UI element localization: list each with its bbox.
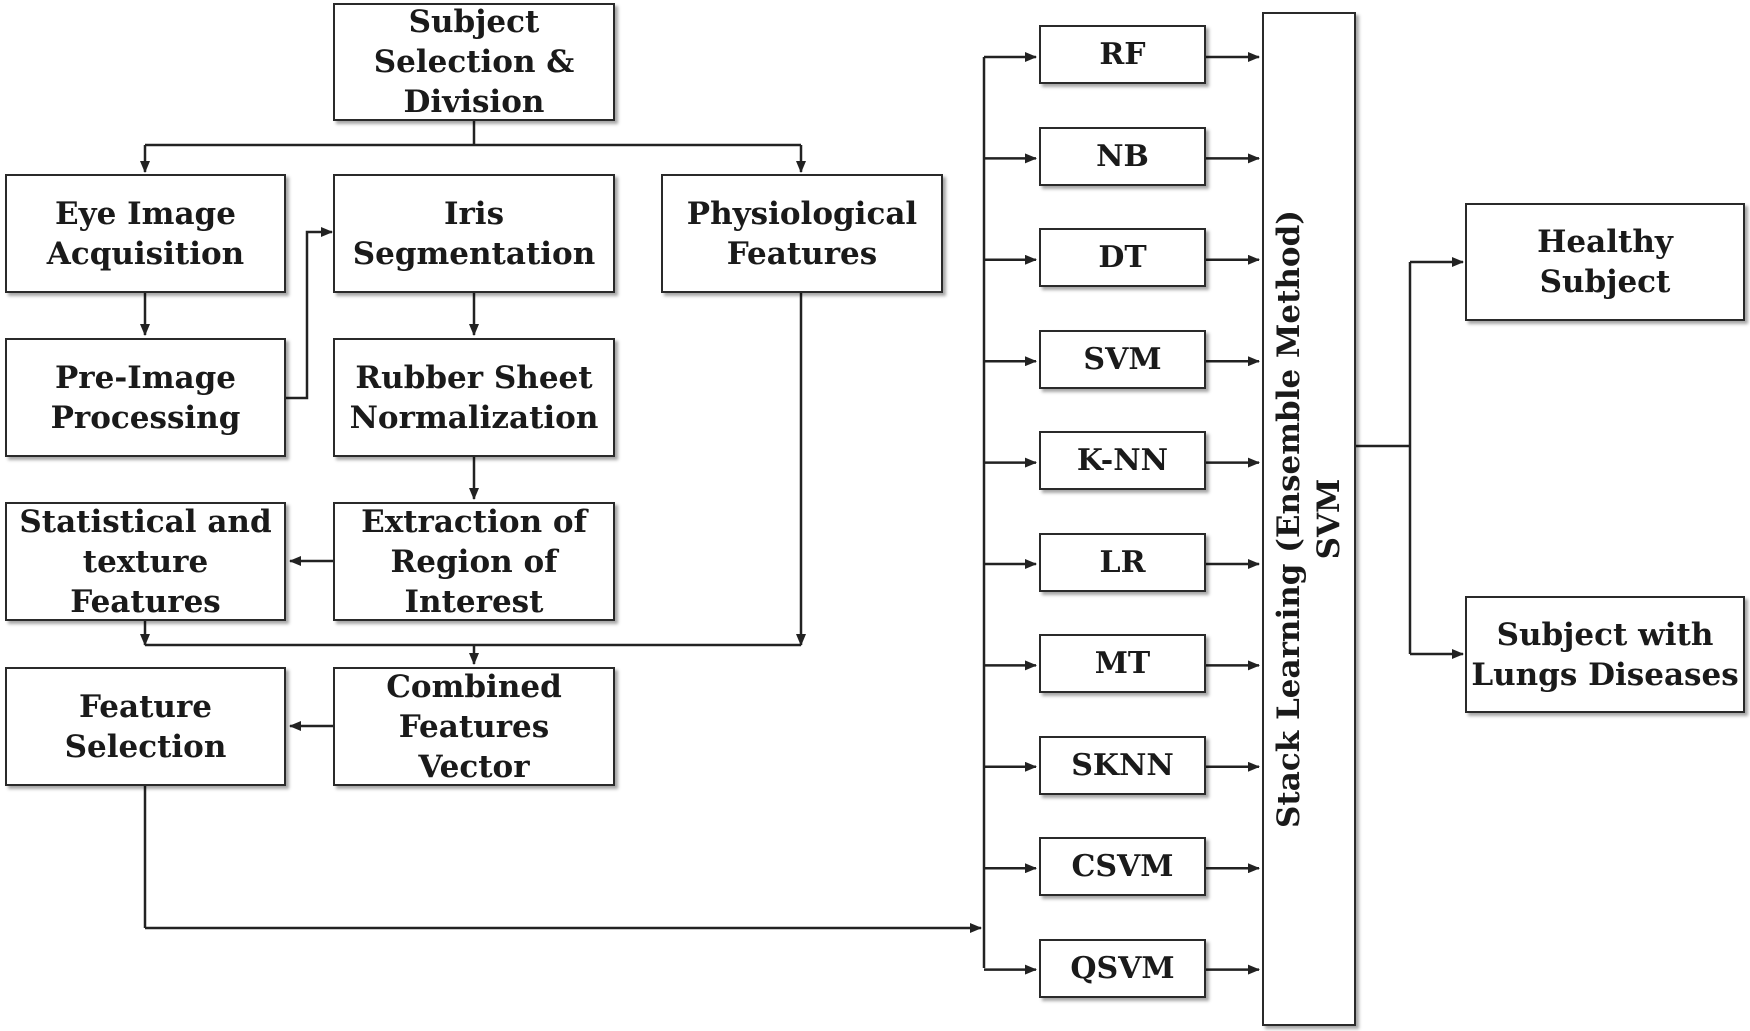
classifier-knn: K-NN xyxy=(1039,431,1206,490)
node-label: Extraction of Region of Interest xyxy=(361,503,587,620)
classifier-rf: RF xyxy=(1039,25,1206,84)
node-iris-segmentation: Iris Segmentation xyxy=(333,174,615,293)
node-subject-lungs-diseases: Subject with Lungs Diseases xyxy=(1465,596,1745,713)
node-label: Iris Segmentation xyxy=(352,195,596,272)
classifier-label: NB xyxy=(1096,138,1149,174)
node-pre-image-processing: Pre-Image Processing xyxy=(5,338,286,457)
classifier-csvm: CSVM xyxy=(1039,837,1206,896)
node-healthy-subject: Healthy Subject xyxy=(1465,203,1745,321)
classifier-label: LR xyxy=(1099,544,1146,580)
node-rubber-sheet-normalization: Rubber Sheet Normalization xyxy=(333,338,615,457)
classifier-label: RF xyxy=(1099,36,1146,72)
node-label: Physiological Features xyxy=(686,195,918,272)
classifier-dt: DT xyxy=(1039,228,1206,287)
node-label: Feature Selection xyxy=(64,688,227,765)
node-label: Healthy Subject xyxy=(1537,224,1673,300)
classifier-label: CSVM xyxy=(1071,848,1174,884)
classifier-label: SKNN xyxy=(1071,747,1174,783)
stack-label: Stack Learning (Ensemble Method) SVM xyxy=(1269,69,1349,969)
classifier-label: SVM xyxy=(1083,341,1162,377)
classifier-label: DT xyxy=(1098,239,1147,275)
classifier-nb: NB xyxy=(1039,127,1206,186)
classifier-svm: SVM xyxy=(1039,330,1206,389)
node-label: Statistical and texture Features xyxy=(19,503,272,620)
node-statistical-texture-features: Statistical and texture Features xyxy=(5,502,286,621)
node-subject-selection: Subject Selection & Division xyxy=(333,3,615,121)
stack-label-line2: SVM xyxy=(1311,478,1347,560)
node-label: Subject with Lungs Diseases xyxy=(1471,616,1739,693)
classifier-mt: MT xyxy=(1039,634,1206,693)
stack-learning-svm: Stack Learning (Ensemble Method) SVM xyxy=(1262,12,1356,1026)
node-extraction-roi: Extraction of Region of Interest xyxy=(333,502,615,621)
classifier-qsvm: QSVM xyxy=(1039,939,1206,998)
classifier-label: QSVM xyxy=(1070,950,1175,986)
node-physiological-features: Physiological Features xyxy=(661,174,943,293)
arrow-preimg-iris xyxy=(285,227,333,400)
node-eye-image-acquisition: Eye Image Acquisition xyxy=(5,174,286,293)
node-label: Rubber Sheet Normalization xyxy=(349,359,599,436)
classifier-label: MT xyxy=(1094,645,1151,681)
node-label: Eye Image Acquisition xyxy=(46,195,245,272)
classifier-label: K-NN xyxy=(1076,442,1169,478)
node-combined-features-vector: Combined Features Vector xyxy=(333,667,615,786)
classifier-lr: LR xyxy=(1039,533,1206,592)
stack-label-line1: Stack Learning (Ensemble Method) xyxy=(1271,210,1307,828)
node-feature-selection: Feature Selection xyxy=(5,667,286,786)
node-label: Pre-Image Processing xyxy=(50,359,241,436)
classifier-sknn: SKNN xyxy=(1039,736,1206,795)
node-label: Combined Features Vector xyxy=(386,668,562,785)
node-label: Subject Selection & Division xyxy=(373,4,575,120)
